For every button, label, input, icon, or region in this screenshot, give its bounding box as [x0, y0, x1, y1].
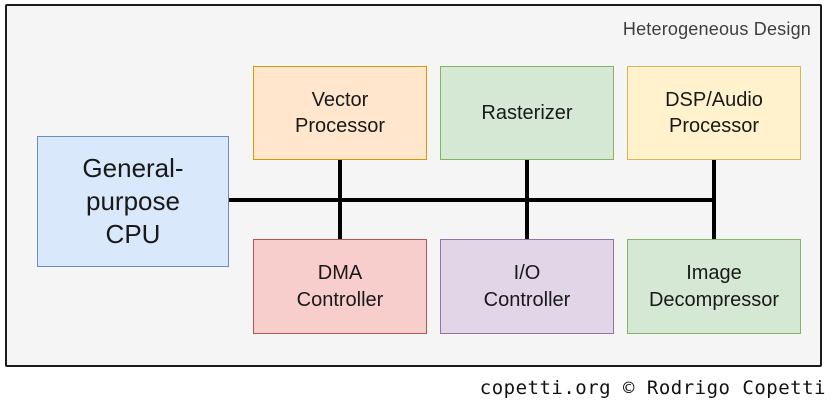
- block-dsp-audio-processor: DSP/Audio Processor: [627, 66, 801, 160]
- block-label: DMA Controller: [296, 262, 384, 311]
- block-label: Rasterizer: [481, 101, 573, 124]
- heterogeneous-design-frame: Heterogeneous Design General- purpose CP…: [5, 4, 822, 367]
- block-label: I/O Controller: [483, 262, 571, 311]
- block-label: Vector Processor: [294, 88, 386, 137]
- block-vector-processor: Vector Processor: [253, 66, 427, 160]
- block-label: General- purpose CPU: [82, 152, 184, 249]
- bus-branch-dsp-image: [712, 159, 716, 241]
- block-image-decompressor: Image Decompressor: [627, 239, 801, 334]
- bus-branch-vector-dma: [338, 159, 342, 241]
- bus-branch-rasterizer-io: [525, 159, 529, 241]
- system-bus-line: [229, 198, 716, 202]
- block-label: DSP/Audio Processor: [665, 88, 763, 137]
- block-rasterizer: Rasterizer: [440, 66, 614, 160]
- block-general-purpose-cpu: General- purpose CPU: [37, 136, 229, 267]
- copyright-credit: copetti.org © Rodrigo Copetti: [479, 377, 826, 399]
- block-dma-controller: DMA Controller: [253, 239, 427, 334]
- block-label: Image Decompressor: [648, 262, 780, 311]
- frame-title: Heterogeneous Design: [622, 19, 811, 39]
- block-io-controller: I/O Controller: [440, 239, 614, 334]
